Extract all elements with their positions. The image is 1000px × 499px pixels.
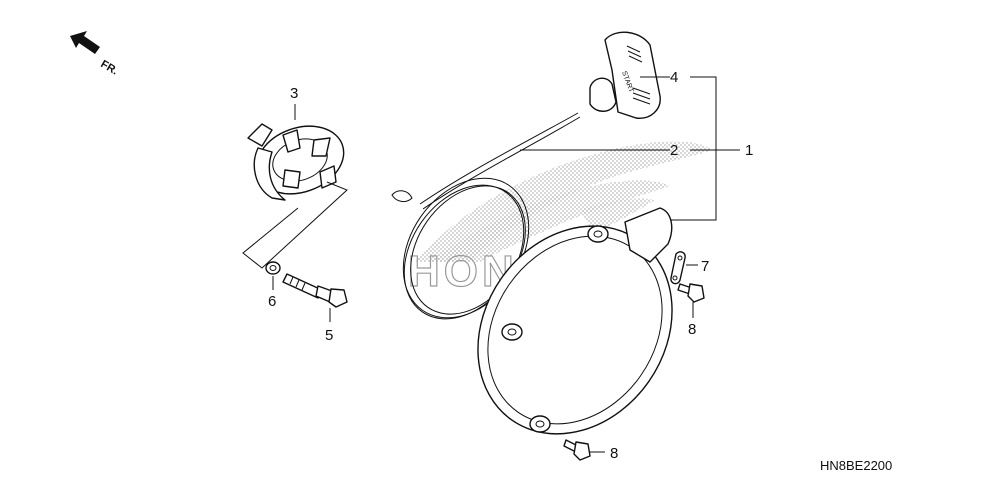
part-6-washer: [265, 261, 281, 275]
callout-4: 4: [670, 69, 678, 86]
callout-8-upper: 8: [688, 321, 696, 338]
part-1-recoil-cover: [477, 207, 673, 435]
part-3-pulley: [247, 123, 345, 201]
part-8-bolt-upper: [677, 283, 705, 303]
callout-5: 5: [325, 327, 333, 344]
part-7-plate: [670, 251, 686, 285]
callout-7: 7: [701, 258, 709, 275]
callout-8-lower: 8: [610, 445, 618, 462]
leader-4-to-1-bracket: [670, 76, 717, 221]
front-direction-label: FR.: [99, 58, 120, 77]
part-8-bolt-lower: [563, 439, 591, 461]
part-4-starter-grip: [589, 31, 661, 119]
front-direction-arrow-icon: [70, 31, 100, 54]
drawing-code: HN8BE2200: [820, 458, 892, 473]
callout-2: 2: [670, 142, 678, 159]
callout-6: 6: [268, 293, 276, 310]
assembly-bracket-line: [242, 181, 348, 269]
callout-1: 1: [745, 142, 753, 159]
part-5-bolt: [282, 273, 348, 308]
callout-3: 3: [290, 85, 298, 102]
